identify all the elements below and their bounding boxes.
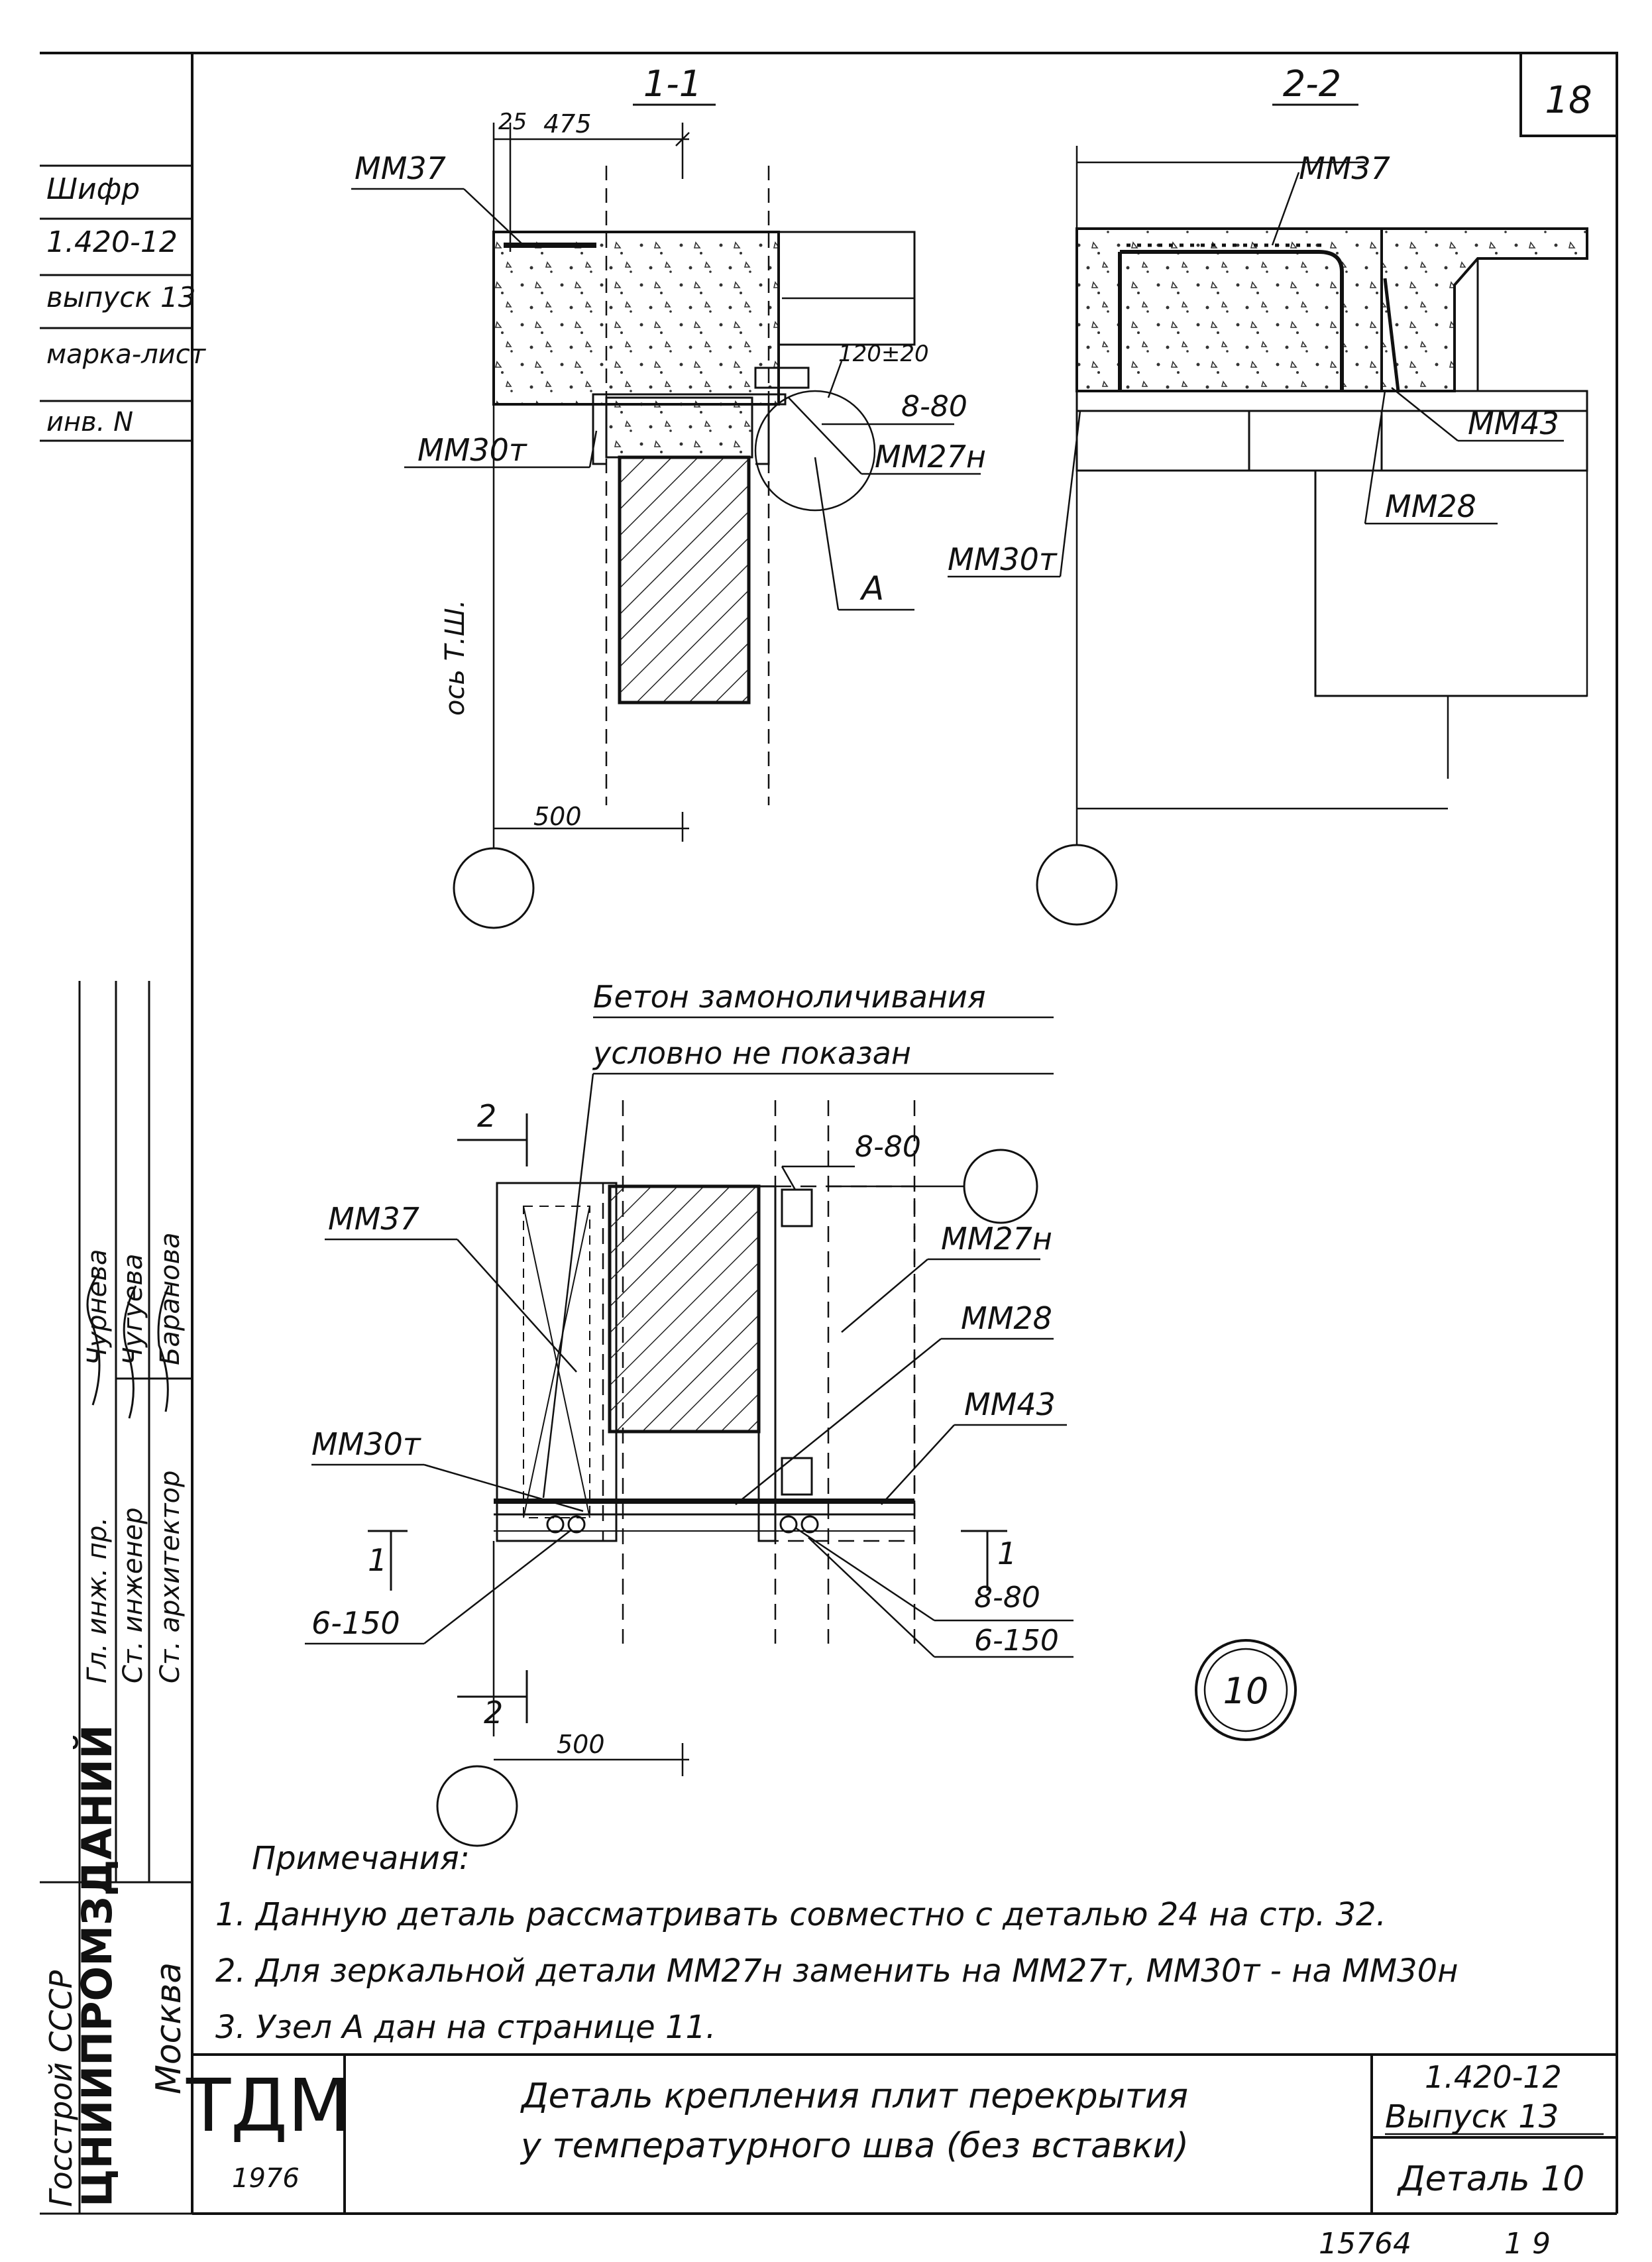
logo-tdm: ТДМ xyxy=(186,2063,351,2148)
axis-bubble-s2 xyxy=(1036,844,1118,926)
stamp-inventory: инв. N xyxy=(46,407,133,437)
stamp-organization: ЦНИИПРОМЗДАНИЙ xyxy=(73,1725,121,2207)
wall-brick-1 xyxy=(618,455,751,705)
label-mm30t-s2: ММ30т xyxy=(948,541,1058,577)
plan-note-line1: Бетон замоноличивания xyxy=(593,979,986,1015)
stamp-name-1: Чурнева xyxy=(82,1249,113,1365)
label-mm43-s2: ММ43 xyxy=(1468,406,1559,441)
notes-heading: Примечания: xyxy=(252,1840,470,1877)
dim-500-s1: 500 xyxy=(533,802,582,831)
label-node-a: А xyxy=(859,569,884,608)
stamp-series: 1.420-12 xyxy=(46,225,178,259)
cut-1-right: 1 xyxy=(997,1536,1017,1571)
label-mm30t-plan: ММ30т xyxy=(311,1426,421,1462)
axis-bubble-s1 xyxy=(453,847,535,929)
plan-wall-brick xyxy=(608,1184,761,1434)
notes: Примечания: 1. Данную деталь рассматрива… xyxy=(215,1840,1459,2046)
label-120-s1: 120±20 xyxy=(838,341,929,367)
stamp-role-2: Ст. инженер xyxy=(118,1507,148,1683)
cut-1-left: 1 xyxy=(368,1542,387,1578)
axis-label-s1: ось Т.Ш. xyxy=(440,600,470,716)
stamp-role-1: Гл. инж. пр. xyxy=(82,1517,113,1683)
label-mm28-s2: ММ28 xyxy=(1385,488,1476,524)
label-mm27n-s1: ММ27н xyxy=(875,439,986,475)
stamp-mark-sheet: марка-лист xyxy=(46,339,207,370)
title-issue: Выпуск 13 xyxy=(1385,2098,1559,2135)
label-mm43-plan: ММ43 xyxy=(964,1386,1056,1422)
stamp-cipher: Шифр xyxy=(46,172,140,206)
detail-marker: 10 xyxy=(1195,1639,1297,1741)
slab-rib-1 xyxy=(779,231,916,346)
section-2-2: 2-2 ММ37 ММ43 ММ28 ММ30т xyxy=(948,63,1588,926)
title-series: 1.420-12 xyxy=(1425,2059,1562,2095)
axis-bubble-plan-bottom xyxy=(436,1765,518,1847)
detail-number: 10 xyxy=(1223,1670,1269,1712)
label-mm37-s2: ММ37 xyxy=(1299,150,1390,186)
footer-number-left: 15764 xyxy=(1319,2227,1411,2261)
label-mm30t-s1: ММ30т xyxy=(417,432,527,468)
note-3: 3. Узел А дан на странице 11. xyxy=(215,2009,716,2046)
label-6-150-plan-right: 6-150 xyxy=(974,1624,1059,1658)
label-mm37-plan: ММ37 xyxy=(328,1201,419,1237)
section-1-1: 1-1 25 475 А xyxy=(351,63,986,929)
stamp-authority: Госстрой СССР xyxy=(43,1970,79,2207)
plan-note-line2: условно не показан xyxy=(592,1035,911,1071)
page-number-box: 18 xyxy=(1519,52,1618,137)
stamp-signatures xyxy=(86,1272,170,1419)
title-line-2: у температурного шва (без вставки) xyxy=(520,2126,1189,2166)
title-detail: Деталь 10 xyxy=(1397,2159,1584,2199)
stamp-issue: выпуск 13 xyxy=(46,281,195,313)
slab-concrete-2b xyxy=(1380,227,1588,392)
note-2: 2. Для зеркальной детали ММ27н заменить … xyxy=(215,1952,1459,1990)
footer-number-right: 1 9 xyxy=(1504,2227,1551,2261)
label-6-150-plan-left: 6-150 xyxy=(311,1605,400,1641)
label-8-80-plan-bottom: 8-80 xyxy=(974,1581,1040,1614)
page-number: 18 xyxy=(1545,79,1592,122)
section-1-title: 1-1 xyxy=(643,63,702,105)
plan-view: Бетон замоноличивания условно не показан… xyxy=(305,979,1074,1847)
dim-475: 475 xyxy=(543,109,592,139)
section-2-title: 2-2 xyxy=(1283,63,1341,105)
label-mm27n-plan: ММ27н xyxy=(941,1221,1052,1257)
side-stamp: Шифр 1.420-12 выпуск 13 марка-лист инв. … xyxy=(40,164,207,2214)
label-8-80-s1: 8-80 xyxy=(901,390,967,424)
stamp-name-3: Баранова xyxy=(155,1232,186,1365)
note-1: 1. Данную деталь рассматривать совместно… xyxy=(215,1896,1386,1933)
title-block: ТДМ 1976 Деталь крепления плит перекрыти… xyxy=(186,2053,1617,2214)
axis-bubble-plan-top xyxy=(963,1149,1038,1224)
dim-500-plan: 500 xyxy=(557,1730,605,1759)
label-8-80-plan-top: 8-80 xyxy=(855,1130,921,1164)
title-line-1: Деталь крепления плит перекрытия xyxy=(520,2076,1188,2116)
label-mm28-plan: ММ28 xyxy=(961,1300,1052,1336)
dim-25: 25 xyxy=(498,109,527,135)
stamp-name-2: Чугуева xyxy=(118,1254,148,1365)
stamp-city: Москва xyxy=(149,1962,189,2094)
title-year: 1976 xyxy=(232,2163,300,2194)
label-mm37-s1: ММ37 xyxy=(355,150,446,186)
stamp-role-3: Ст. архитектор xyxy=(155,1471,186,1683)
cut-2-top: 2 xyxy=(477,1098,496,1134)
slab-concrete-1 xyxy=(492,231,780,406)
node-a-marker xyxy=(754,390,876,512)
